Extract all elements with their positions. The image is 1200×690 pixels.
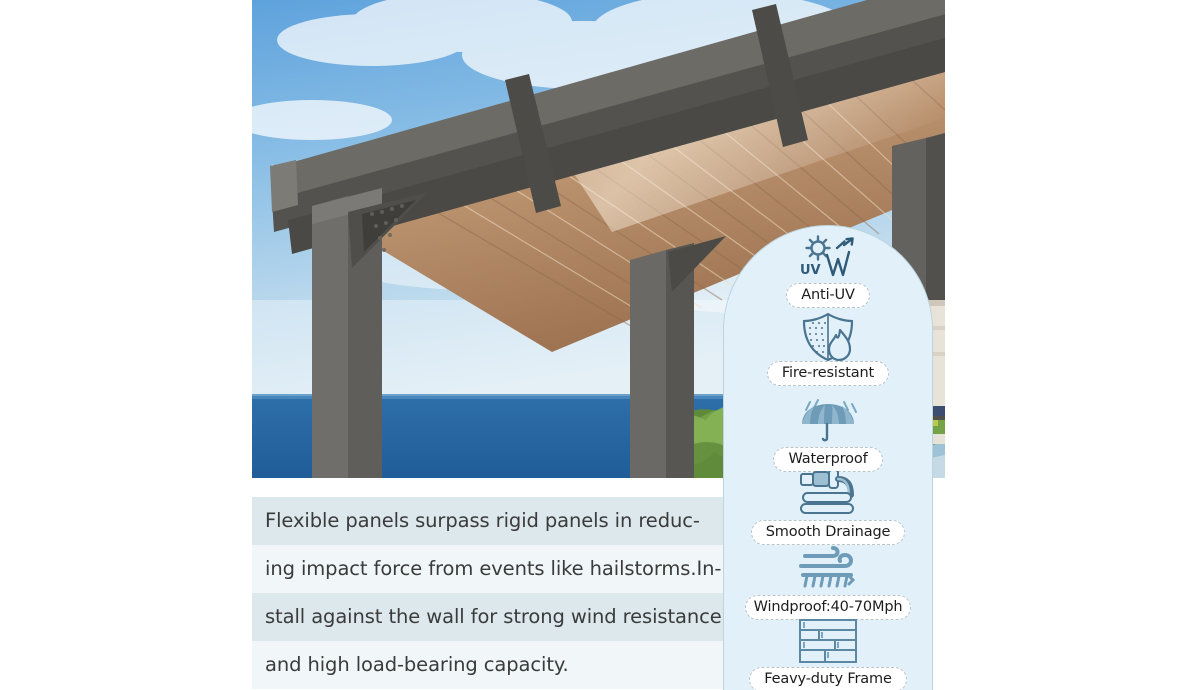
product-photo xyxy=(252,0,945,487)
sun-uv-arrow-icon: UV xyxy=(724,234,932,280)
feature-label-heavy-duty-frame: Feavy-duty Frame xyxy=(749,667,907,690)
feature-item-fire-resistant: Fire-resistant xyxy=(724,312,932,386)
feature-item-windproof: Windproof:40-70Mph xyxy=(724,546,932,620)
shield-flame-icon xyxy=(724,312,932,362)
feature-item-anti-uv: UV Anti-UV xyxy=(724,234,932,308)
description-line: stall against the wall for strong wind r… xyxy=(252,593,732,641)
feature-item-heavy-duty-frame: Feavy-duty Frame xyxy=(724,618,932,690)
feature-highlight-panel: UV Anti-UV xyxy=(723,225,933,690)
feature-label-windproof: Windproof:40-70Mph xyxy=(744,595,912,620)
description-text-block: Flexible panels surpass rigid panels in … xyxy=(252,497,732,690)
description-line: and high load-bearing capacity. xyxy=(252,641,732,689)
wind-gust-icon xyxy=(724,546,932,592)
photo-illustration xyxy=(252,0,945,487)
feature-item-smooth-drainage: Smooth Drainage xyxy=(724,471,932,545)
feature-label-anti-uv: Anti-UV xyxy=(786,283,870,308)
layered-frame-icon xyxy=(724,618,932,664)
description-line: ing impact force from events like hailst… xyxy=(252,545,732,593)
feature-label-smooth-drainage: Smooth Drainage xyxy=(750,520,906,545)
svg-text:UV: UV xyxy=(800,263,821,278)
feature-item-waterproof: Waterproof xyxy=(724,398,932,472)
description-line: Flexible panels surpass rigid panels in … xyxy=(252,497,732,545)
umbrella-rain-icon xyxy=(724,398,932,444)
coiled-hose-icon xyxy=(724,471,932,517)
feature-label-waterproof: Waterproof xyxy=(773,447,883,472)
feature-label-fire-resistant: Fire-resistant xyxy=(766,361,890,386)
